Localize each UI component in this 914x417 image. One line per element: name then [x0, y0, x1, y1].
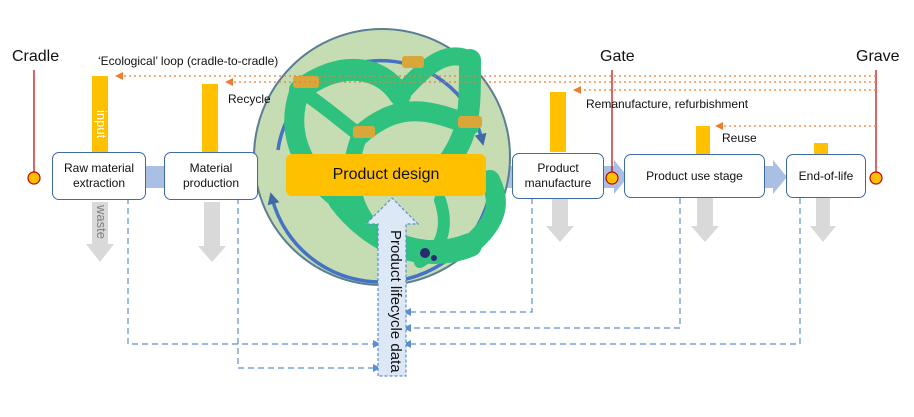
model-highlights — [293, 56, 482, 261]
input-bars — [92, 76, 828, 155]
ecological-loop-label: ‘Ecological’ loop (cradle-to-cradle) — [98, 54, 279, 68]
product-design-box: Product design — [286, 154, 486, 196]
grave-label: Grave — [856, 48, 900, 65]
product-lifecycle-data-label: Product lifecycle data — [387, 230, 404, 373]
boundary-lines — [27, 70, 883, 185]
gate-label: Gate — [600, 48, 635, 65]
remanufacture-label: Remanufacture, refurbishment — [586, 97, 749, 111]
product-manufacture-box: Product manufacture — [512, 153, 604, 199]
material-production-box: Material production — [164, 152, 258, 200]
input-label: input — [94, 110, 109, 139]
waste-label: waste — [94, 205, 109, 239]
recycle-label: Recycle — [228, 92, 271, 106]
waste-arrows — [86, 198, 836, 262]
end-of-life-box: End-of-life — [786, 154, 866, 198]
reuse-label: Reuse — [722, 131, 757, 145]
cradle-label: Cradle — [12, 48, 60, 65]
raw-material-extraction-box: Raw material extraction — [52, 152, 146, 200]
data-feedback-lines — [127, 198, 801, 372]
recycle-loops — [115, 72, 876, 130]
lifecycle-data-arrow — [364, 197, 420, 377]
product-use-stage-box: Product use stage — [624, 154, 765, 198]
